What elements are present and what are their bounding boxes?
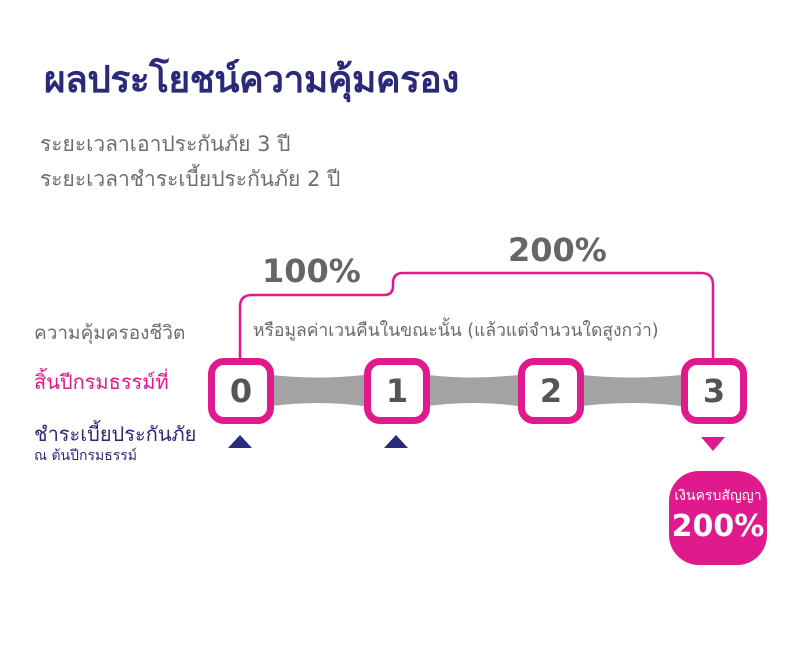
maturity-label: เงินครบสัญญา: [674, 488, 762, 504]
label-life-coverage: ความคุ้มครองชีวิต: [34, 322, 186, 344]
connector-0-1: [272, 375, 364, 406]
year-box-2: 2: [518, 358, 584, 424]
page-title: ผลประโยชน์ความคุ้มครอง: [44, 58, 459, 101]
premium-marker-0: [228, 435, 252, 448]
label-premium-payment: ชำระเบี้ยประกันภัย: [34, 422, 197, 446]
label-premium-payment-sub: ณ ต้นปีกรมธรรม์: [34, 448, 138, 464]
coverage-period: ระยะเวลาเอาประกันภัย 3 ปี: [40, 132, 291, 156]
coverage-bracket: [238, 271, 715, 360]
premium-period: ระยะเวลาชำระเบี้ยประกันภัย 2 ปี: [40, 167, 341, 191]
year-box-0: 0: [208, 358, 274, 424]
maturity-benefit-badge: เงินครบสัญญา 200%: [669, 471, 767, 565]
premium-marker-1: [384, 435, 408, 448]
coverage-pct-200: 200%: [508, 231, 607, 269]
maturity-value: 200%: [671, 509, 765, 544]
label-end-of-policy-year: สิ้นปีกรมธรรม์ที่: [34, 370, 169, 394]
year-box-1: 1: [364, 358, 430, 424]
connector-1-2: [428, 375, 518, 406]
year-box-3: 3: [681, 358, 747, 424]
surrender-value-note: หรือมูลค่าเวนคืนในขณะนั้น (แล้วแต่จำนวนใ…: [253, 321, 659, 341]
maturity-marker: [701, 437, 725, 451]
coverage-pct-100: 100%: [262, 252, 361, 290]
connector-2-3: [582, 375, 681, 406]
